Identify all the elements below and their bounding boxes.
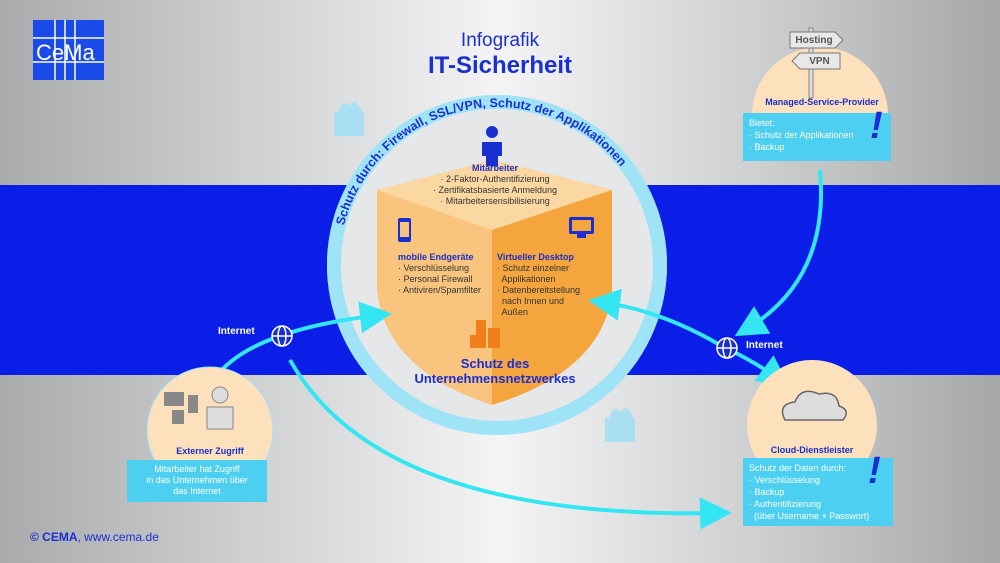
page-title: IT-Sicherheit bbox=[427, 52, 573, 79]
cloud-icon bbox=[781, 390, 847, 421]
title-line1: Infografik bbox=[460, 30, 540, 51]
sign-vpn: VPN bbox=[809, 56, 830, 67]
internet-label-left: Internet bbox=[218, 326, 255, 337]
msp-title: Managed-Service-Provider bbox=[765, 97, 879, 107]
firewall-icon bbox=[334, 102, 364, 136]
internet-label-right: Internet bbox=[746, 340, 783, 351]
footer-url[interactable]: , www.cema.de bbox=[77, 530, 159, 544]
arrow-cloud-to-network bbox=[588, 288, 722, 347]
cloud-title: Cloud-Dienstleister bbox=[770, 445, 854, 455]
cema-logo: CeMa bbox=[33, 20, 104, 80]
building-icon bbox=[470, 320, 500, 348]
external-info-box: Mitarbeiter hat Zugriff in das Unternehm… bbox=[127, 460, 267, 502]
monitor-icon bbox=[569, 217, 594, 238]
smartphone-icon bbox=[398, 218, 411, 242]
footer-credit: © CEMA, www.cema.de bbox=[30, 530, 159, 544]
virtual-desktop-section: Virtueller Desktop · Schutz einzelner Ap… bbox=[497, 252, 581, 317]
shield-caption: Schutz des Unternehmensnetzwerkes bbox=[414, 356, 576, 386]
employee-section: Mitarbeiter · 2-Faktor-Authentifizierung… bbox=[432, 163, 558, 206]
cloud-circle bbox=[747, 360, 877, 490]
exclamation-icon: ! bbox=[868, 450, 881, 492]
arrow-external-to-cloud bbox=[288, 359, 732, 530]
globe-icon bbox=[716, 337, 738, 359]
shield-top bbox=[377, 160, 612, 230]
firewall-icon bbox=[605, 408, 635, 442]
arrow-msp-to-internet bbox=[734, 169, 823, 337]
devices-icon bbox=[164, 392, 198, 424]
person-outline-icon bbox=[206, 386, 234, 430]
exclamation-icon: ! bbox=[870, 105, 883, 147]
employee-icon bbox=[482, 126, 502, 166]
mobile-devices-section: mobile Endgeräte · Verschlüsselung · Per… bbox=[398, 252, 482, 295]
sign-hosting: Hosting bbox=[795, 35, 833, 46]
svg-text:CeMa: CeMa bbox=[36, 40, 95, 65]
msp-info-box: Bietet: · Schutz der Applikationen · Bac… bbox=[743, 113, 891, 161]
signpost-icon bbox=[789, 27, 844, 99]
external-access-title: Externer Zugriff bbox=[176, 446, 244, 456]
msp-circle bbox=[752, 47, 888, 115]
cloud-info-box: Schutz der Daten durch: · Verschlüsselun… bbox=[743, 458, 893, 526]
globe-icon bbox=[271, 325, 293, 347]
protection-ring bbox=[327, 95, 667, 435]
